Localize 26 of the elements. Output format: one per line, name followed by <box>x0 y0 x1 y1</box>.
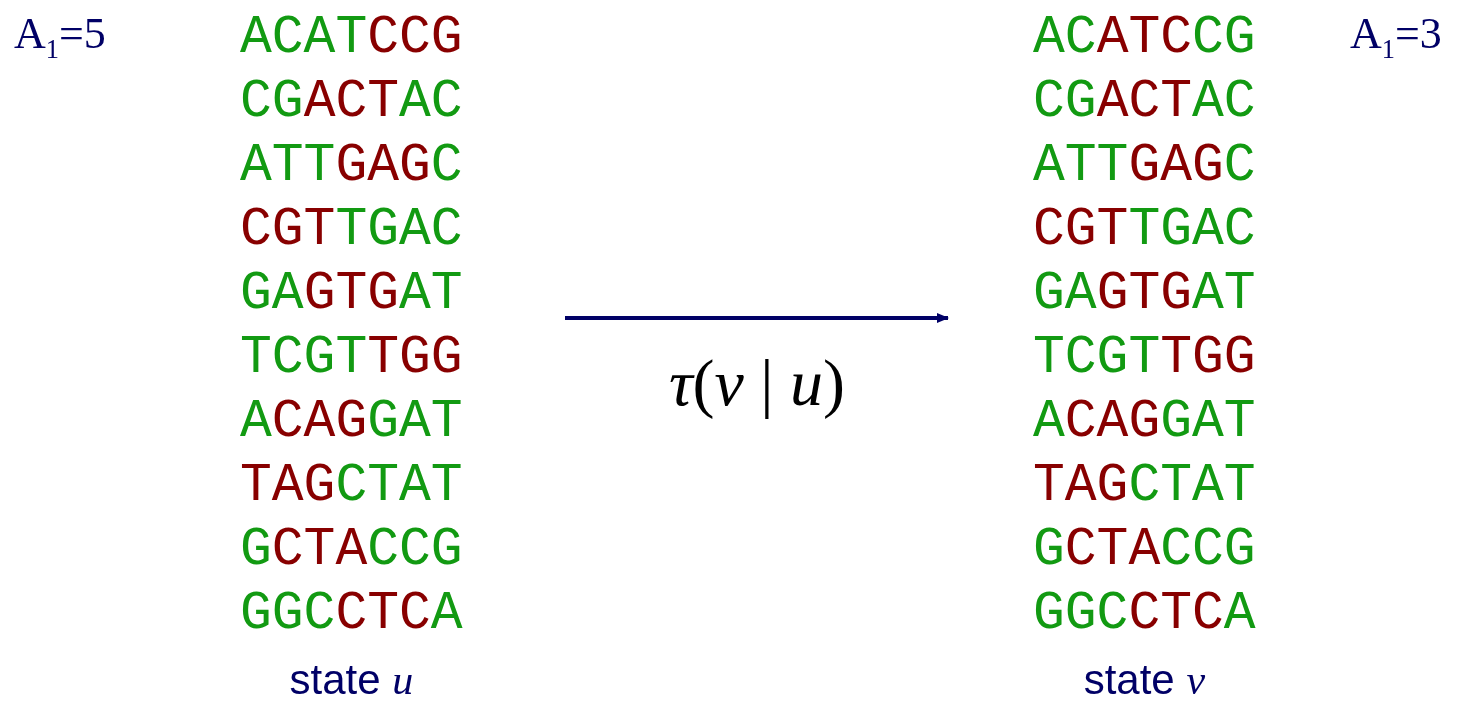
dna-sequence: CGACTAC <box>1033 71 1256 134</box>
count-label: A$_{1}$=5 <box>14 8 106 65</box>
dna-sequence: CGACTAC <box>240 71 463 134</box>
dna-sequence: TCGTTGG <box>1033 327 1256 390</box>
dna-sequence: ACATCCG <box>1033 7 1256 70</box>
dna-sequence: CGTTGAC <box>240 199 463 262</box>
dna-sequence: ATTGAGC <box>240 135 463 198</box>
dna-sequence: TAGCTAT <box>1033 455 1256 518</box>
edge-label: τ(v | u) <box>667 345 847 421</box>
dna-sequence: GCTACCG <box>240 519 463 582</box>
arrow <box>565 313 949 323</box>
count-label: A$_{1}$=3 <box>1350 8 1442 65</box>
dna-sequence: GCTACCG <box>1033 519 1256 582</box>
state-caption: state v <box>1083 656 1206 702</box>
dna-sequence: ACAGGAT <box>1033 391 1256 454</box>
dna-sequence: ACATCCG <box>240 7 463 70</box>
dna-sequence: ATTGAGC <box>1033 135 1256 198</box>
dna-sequence: TCGTTGG <box>240 327 463 390</box>
dna-sequence: GAGTGAT <box>1033 263 1256 326</box>
dna-sequence: ACAGGAT <box>240 391 463 454</box>
dna-sequence: CGTTGAC <box>1033 199 1256 262</box>
dna-sequence: GGCCTCA <box>1033 583 1256 646</box>
dna-sequence: GAGTGAT <box>240 263 463 326</box>
state-caption: state u <box>289 656 414 702</box>
dna-sequence: TAGCTAT <box>240 455 463 518</box>
dna-sequence: GGCCTCA <box>240 583 463 646</box>
